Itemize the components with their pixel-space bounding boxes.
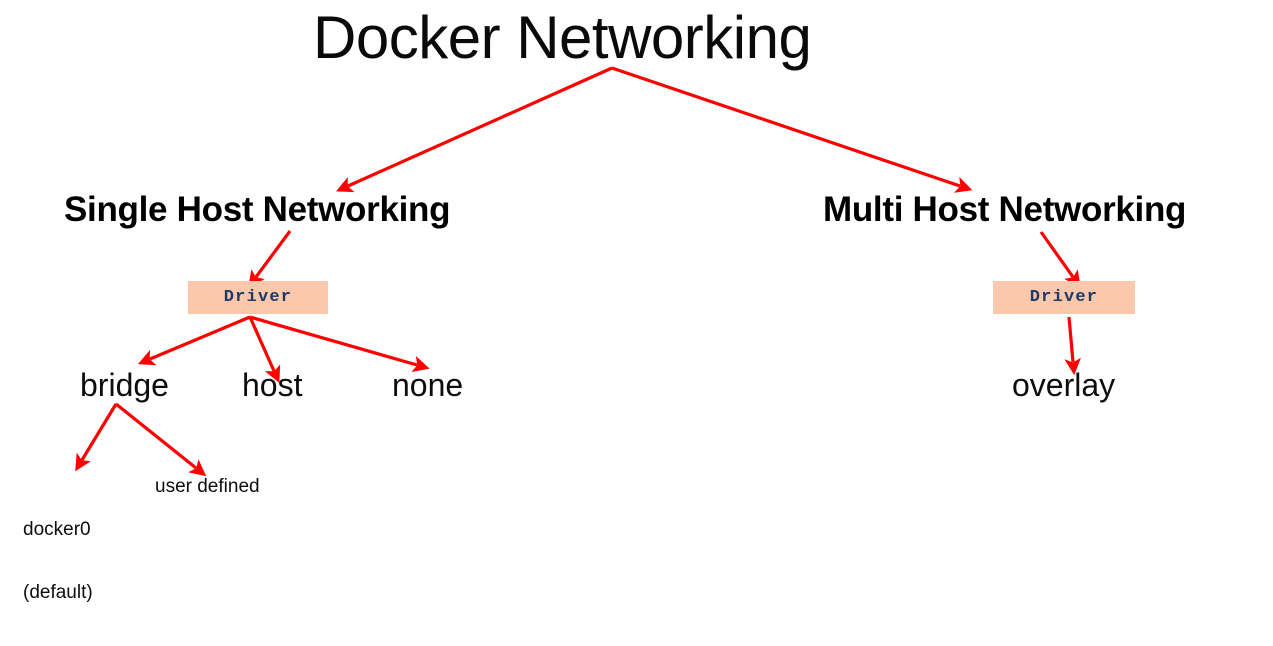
diagram-title: Docker Networking <box>313 4 812 71</box>
arrow-single-host-to-driver <box>248 230 292 288</box>
leaf-overlay: overlay <box>1012 367 1116 403</box>
driver-box-multi-host: Driver <box>993 281 1135 314</box>
driver-box-single-host: Driver <box>188 281 328 314</box>
leaf-docker0-line1: docker0 <box>23 518 91 540</box>
leaf-host: host <box>242 367 303 403</box>
arrow-driver-to-overlay <box>1064 316 1081 376</box>
driver-box-single-host-label: Driver <box>223 288 293 307</box>
leaf-user-defined: user defined <box>155 476 260 497</box>
heading-multi-host-networking: Multi Host Networking <box>823 190 1187 229</box>
driver-box-multi-host-label: Driver <box>1029 288 1099 307</box>
arrow-driver-to-bridge <box>137 315 251 366</box>
arrow-driver-to-none <box>249 315 430 373</box>
heading-single-host-networking: Single Host Networking <box>64 190 451 229</box>
leaf-docker0-default: docker0 (default) <box>23 476 93 646</box>
leaf-bridge: bridge <box>80 367 169 403</box>
leaf-docker0-line2: (default) <box>23 582 93 604</box>
arrow-bridge-to-user-defined <box>115 402 207 477</box>
arrow-connector-layer <box>75 66 1081 477</box>
docker-networking-diagram: Docker Networking Single Host Networking… <box>23 4 1187 604</box>
arrow-driver-to-host <box>248 316 281 383</box>
arrow-multi-host-to-driver <box>1039 231 1081 288</box>
leaf-none: none <box>392 367 464 403</box>
arrow-title-to-single-host <box>336 66 613 193</box>
arrow-title-to-multi-host <box>611 66 973 193</box>
arrow-bridge-to-docker0 <box>75 403 118 472</box>
